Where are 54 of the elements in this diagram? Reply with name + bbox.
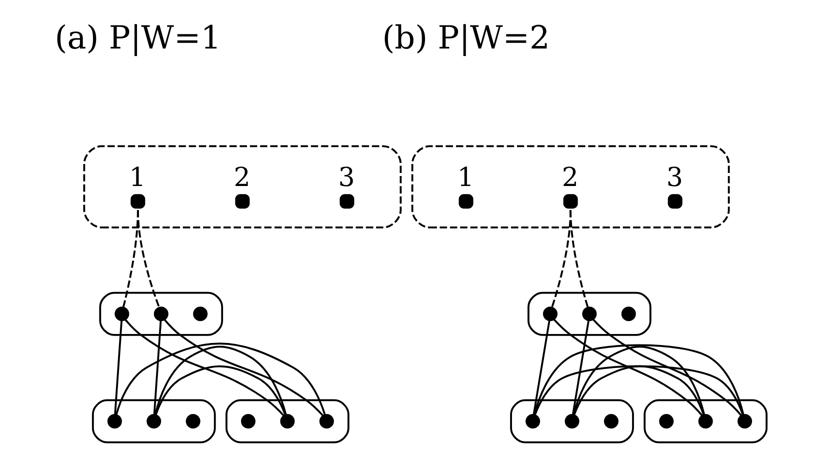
- label: (b) P|W=2: [382, 18, 550, 56]
- connector: [124, 319, 284, 416]
- connector: [572, 320, 590, 415]
- node-circle: [564, 414, 580, 429]
- connector: [592, 318, 742, 416]
- node-label: 3: [338, 162, 355, 193]
- node-circle: [526, 414, 540, 429]
- node-circle: [241, 414, 256, 429]
- node-circle: [154, 306, 168, 322]
- node-circle: [668, 194, 682, 209]
- cluster: [644, 399, 768, 444]
- node-circle: [340, 194, 354, 209]
- connector: [533, 344, 744, 416]
- cluster: [226, 399, 350, 444]
- node-circle: [698, 414, 713, 429]
- connector: [153, 320, 162, 415]
- node-circle: [280, 414, 295, 429]
- node-circle: [235, 194, 250, 209]
- node-circle: [563, 194, 578, 209]
- node-label: 1: [129, 162, 146, 193]
- node-circle: [621, 306, 636, 322]
- node-circle: [186, 414, 200, 429]
- connector: [164, 319, 324, 416]
- node-circle: [659, 414, 674, 429]
- connector: [114, 320, 122, 415]
- connector: [136, 210, 160, 308]
- node-circle: [738, 414, 752, 429]
- node-label: 2: [562, 162, 578, 193]
- node-label: 2: [234, 162, 250, 193]
- node-circle: [146, 414, 162, 429]
- cluster: [99, 292, 224, 336]
- connector: [572, 346, 706, 416]
- node-circle: [458, 194, 474, 209]
- node-circle: [604, 414, 618, 429]
- cluster: [510, 399, 634, 444]
- connector: [553, 318, 703, 416]
- cluster: [528, 292, 652, 336]
- node-circle: [107, 414, 122, 429]
- node-circle: [582, 306, 597, 322]
- node-circle: [319, 414, 334, 429]
- label: (a) P|W=1: [54, 18, 222, 56]
- node-circle: [193, 306, 208, 322]
- cluster: [83, 145, 402, 228]
- node-label: 3: [666, 162, 684, 193]
- connector: [154, 346, 287, 416]
- node-label: 1: [457, 162, 474, 193]
- connector: [115, 342, 326, 416]
- node-circle: [542, 306, 558, 322]
- connector: [570, 210, 589, 308]
- cluster: [411, 145, 730, 228]
- node-circle: [114, 306, 130, 322]
- connector: [532, 320, 550, 415]
- cluster: [92, 399, 216, 444]
- node-circle: [130, 194, 146, 209]
